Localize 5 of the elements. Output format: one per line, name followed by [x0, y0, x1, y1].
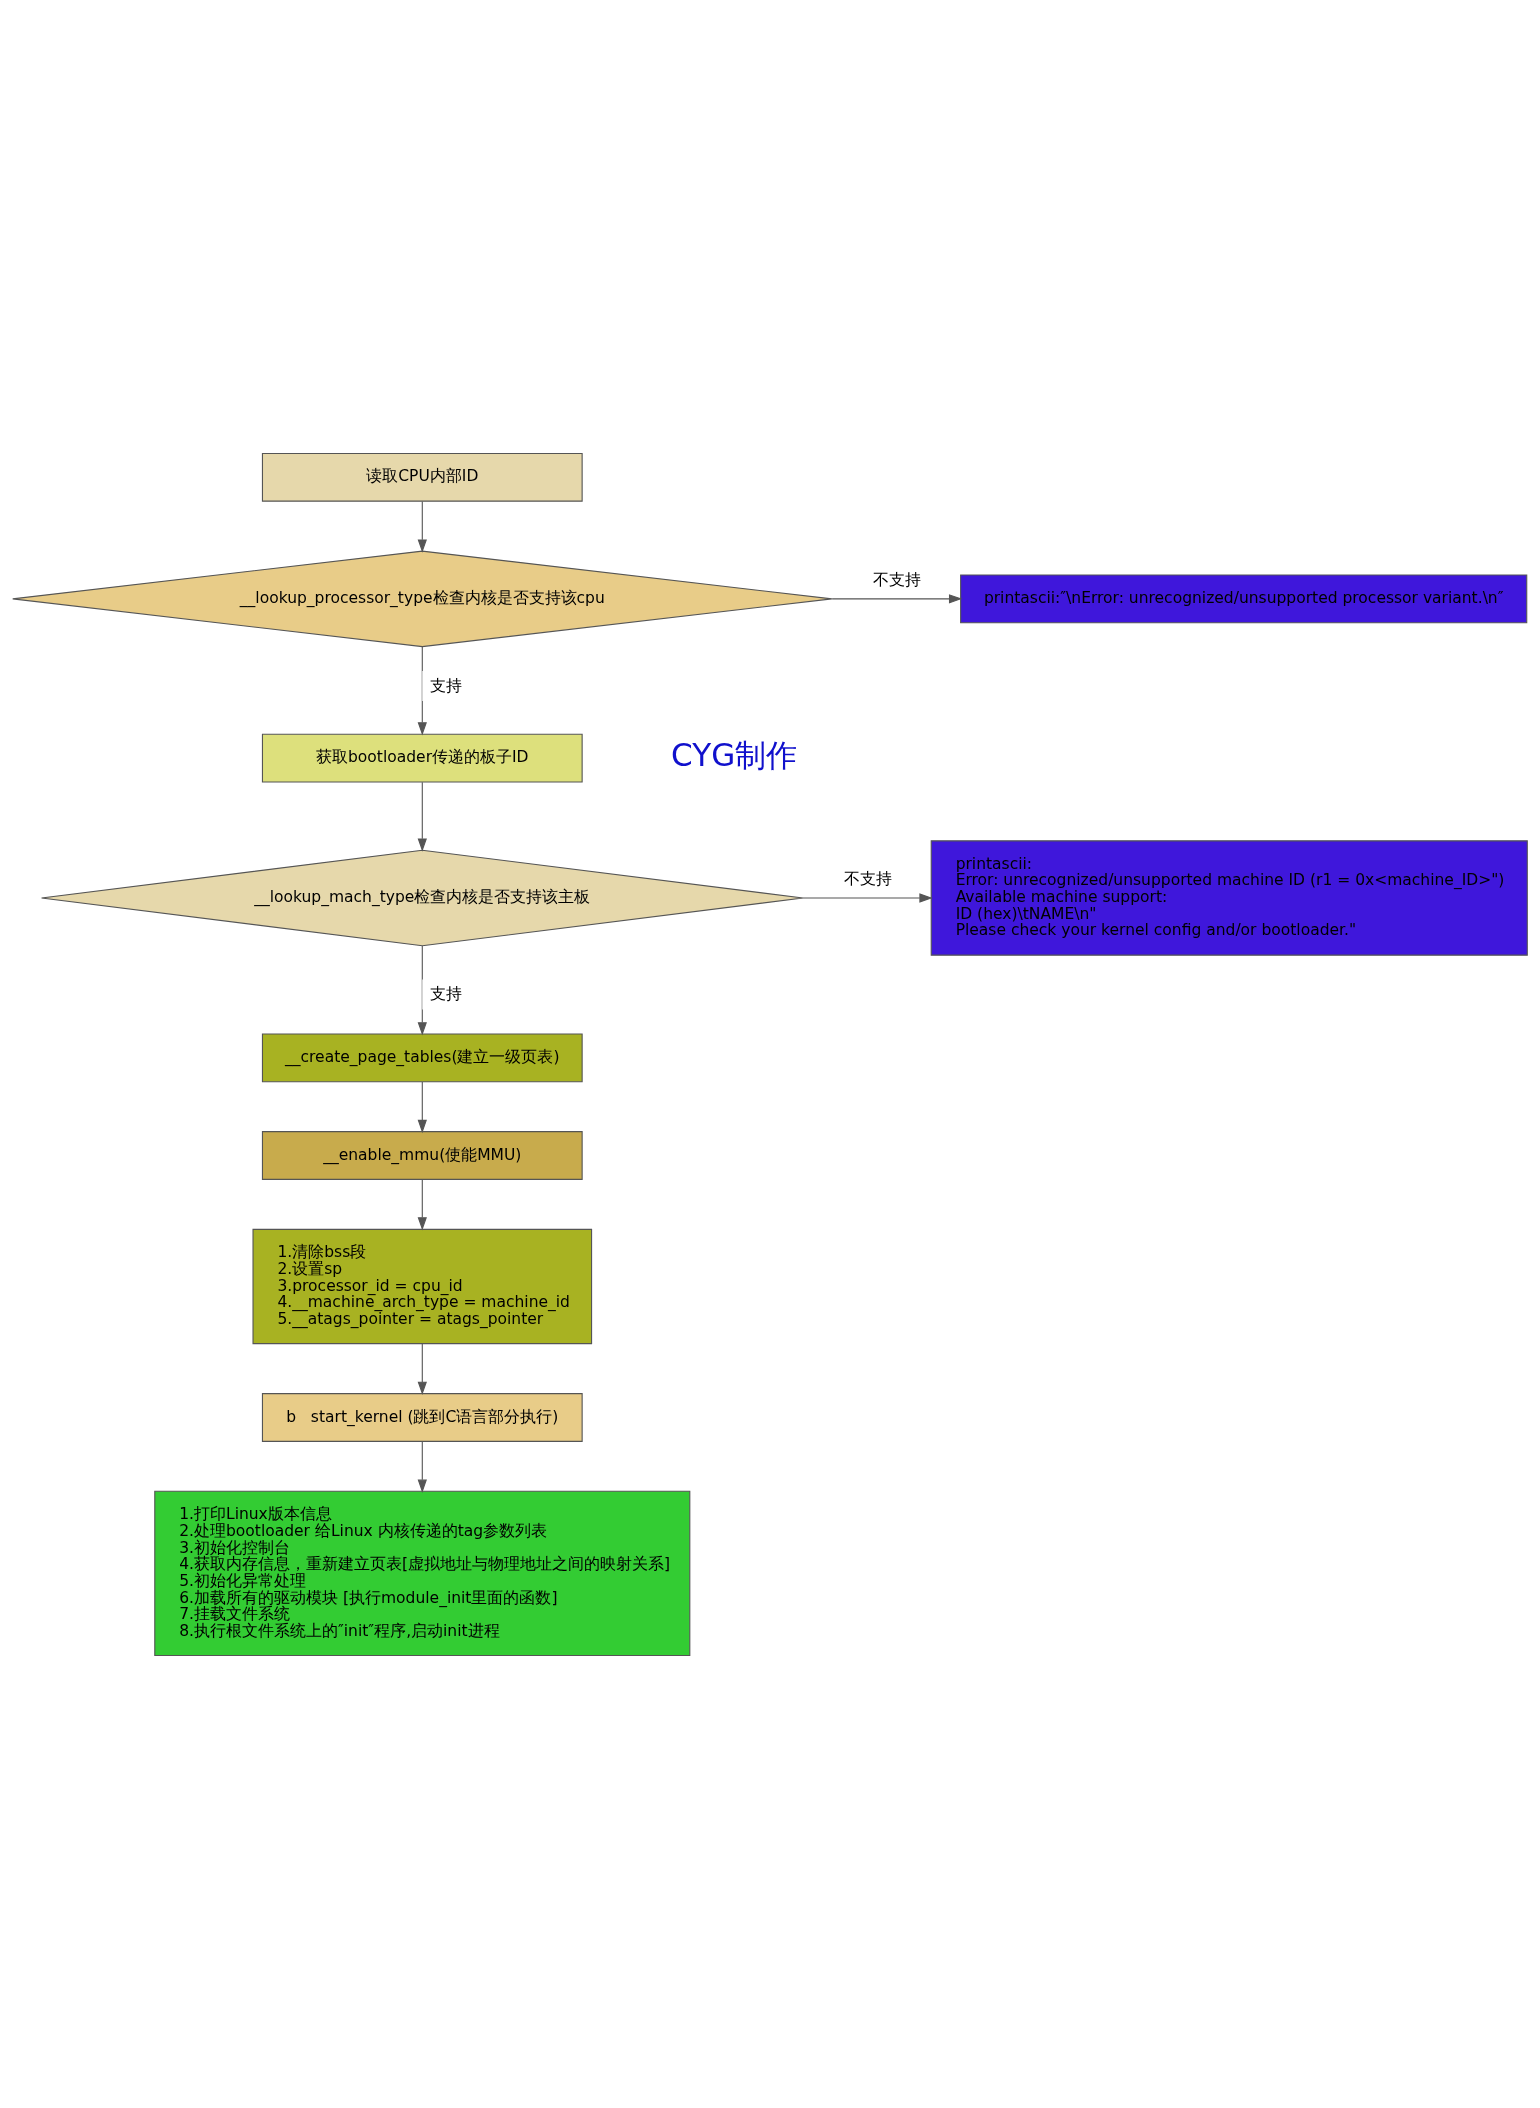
edge-label: 不支持: [843, 869, 892, 888]
edge-label: 不支持: [872, 570, 921, 589]
edge-label: 支持: [429, 984, 462, 1003]
edge-label: 支持: [429, 676, 462, 695]
label: CYG制作: [671, 736, 798, 773]
